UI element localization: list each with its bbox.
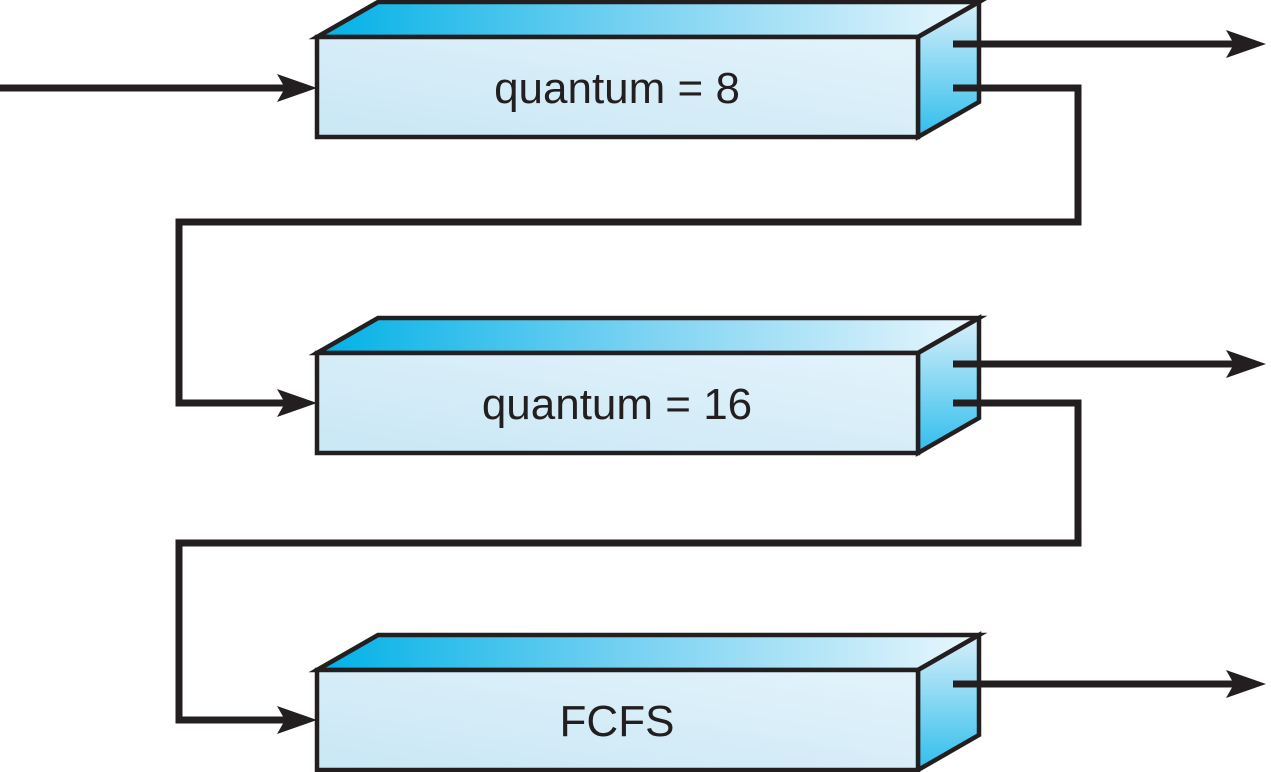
exit-arrow-queue-fcfs: [953, 670, 1266, 698]
queue-label-quantum-16: quantum = 16: [482, 380, 752, 429]
arrowhead-icon: [277, 706, 317, 734]
queue-box-quantum-8: quantum = 8: [308, 0, 988, 141]
box-top-face: [308, 315, 988, 356]
arrowhead-icon: [277, 389, 317, 417]
box-front-face: [314, 350, 921, 456]
queue-label-fcfs: FCFS: [560, 697, 675, 746]
box-top-face: [308, 0, 988, 40]
arrowhead-icon: [277, 74, 317, 102]
arrowhead-icon: [1226, 30, 1266, 58]
queue-box-fcfs: FCFS: [308, 631, 988, 772]
demotion-line: [175, 399, 1082, 724]
exit-arrow-queue-quantum-16: [953, 350, 1266, 378]
entry-arrow-queue-quantum-8: [0, 74, 317, 102]
exit-arrow-queue-quantum-8: [953, 30, 1266, 58]
queue-box-quantum-16: quantum = 16: [308, 314, 988, 457]
box-top-face: [308, 632, 988, 673]
demotion-line: [175, 84, 1082, 407]
demotion-path-quantum-16-to-fcfs: [175, 399, 1082, 734]
demotion-path-quantum-8-to-quantum-16: [175, 84, 1082, 417]
arrowhead-icon: [1226, 670, 1266, 698]
queue-label-quantum-8: quantum = 8: [494, 64, 740, 113]
box-front-face: [314, 34, 921, 140]
arrowhead-icon: [1226, 350, 1266, 378]
box-front-face: [314, 667, 921, 772]
